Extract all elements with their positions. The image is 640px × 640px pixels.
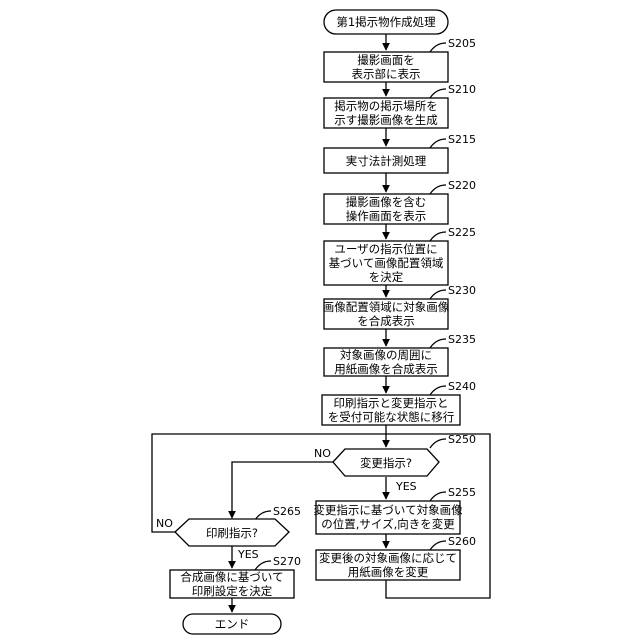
node-s240-line-2: を受付可能な状態に移行 bbox=[328, 410, 455, 424]
node-s230-line-2: を合成表示 bbox=[357, 314, 415, 328]
node-s240-line-1: 印刷指示と変更指示と bbox=[334, 396, 449, 410]
node-s235: 対象画像の周囲に 用紙画像を合成表示 S235 bbox=[324, 333, 476, 376]
node-s260: 変更後の対象画像に応じて 用紙画像を変更 S260 bbox=[316, 535, 476, 580]
node-s255: 変更指示に基づいて対象画像 の位置,サイズ,向きを変更 S255 bbox=[313, 486, 476, 534]
node-s235-line-1: 対象画像の周囲に bbox=[340, 348, 432, 362]
node-s250-label: 変更指示? bbox=[360, 456, 412, 470]
step-label-s230: S230 bbox=[448, 284, 476, 297]
node-s265-label: 印刷指示? bbox=[206, 526, 258, 540]
edge-label-s265-yes: YES bbox=[237, 548, 259, 561]
step-label-s250: S250 bbox=[448, 433, 476, 446]
edge-label-s250-no: NO bbox=[314, 447, 331, 460]
step-label-s265: S265 bbox=[273, 505, 301, 518]
node-s255-line-1: 変更指示に基づいて対象画像 bbox=[313, 503, 463, 517]
node-s205: 撮影画面を 表示部に表示 S205 bbox=[324, 37, 476, 82]
node-s265-decision: 印刷指示? S265 NO YES bbox=[156, 505, 301, 561]
node-s210-line-2: 示す撮影画像を生成 bbox=[334, 113, 438, 127]
node-end-label: エンド bbox=[215, 617, 250, 631]
node-end: エンド bbox=[183, 614, 281, 634]
node-s205-line-1: 撮影画面を bbox=[357, 53, 415, 67]
step-label-s255: S255 bbox=[448, 486, 476, 499]
node-s215: 実寸法計測処理 S215 bbox=[324, 133, 476, 173]
node-s215-line-1: 実寸法計測処理 bbox=[346, 154, 427, 168]
node-s230: 画像配置領域に対象画像 を合成表示 S230 bbox=[323, 284, 476, 329]
node-s210-line-1: 掲示物の掲示場所を bbox=[334, 99, 438, 113]
node-s225-line-1: ユーザの指示位置に bbox=[334, 242, 437, 256]
step-label-s210: S210 bbox=[448, 83, 476, 96]
step-label-s260: S260 bbox=[448, 535, 476, 548]
edge-label-s265-no: NO bbox=[156, 517, 173, 530]
step-label-s205: S205 bbox=[448, 37, 476, 50]
step-label-s270: S270 bbox=[273, 555, 301, 568]
node-s220: 撮影画像を含む 操作画面を表示 S220 bbox=[324, 179, 476, 224]
node-s270-line-1: 合成画像に基づいて bbox=[180, 570, 283, 584]
node-s220-line-2: 操作画面を表示 bbox=[346, 209, 427, 223]
node-s220-line-1: 撮影画像を含む bbox=[346, 195, 427, 209]
node-s235-line-2: 用紙画像を合成表示 bbox=[334, 362, 438, 376]
step-label-s225: S225 bbox=[448, 226, 476, 239]
node-s205-line-2: 表示部に表示 bbox=[352, 67, 421, 81]
step-label-s240: S240 bbox=[448, 380, 476, 393]
node-start: 第1掲示物作成処理 bbox=[324, 10, 448, 34]
node-s260-line-1: 変更後の対象画像に応じて bbox=[319, 551, 457, 565]
node-s270-line-2: 印刷設定を決定 bbox=[192, 584, 273, 598]
node-s210: 掲示物の掲示場所を 示す撮影画像を生成 S210 bbox=[324, 83, 476, 128]
node-s230-line-1: 画像配置領域に対象画像 bbox=[323, 300, 450, 314]
node-s250-decision: 変更指示? S250 NO YES bbox=[314, 433, 476, 493]
node-s225-line-2: 基づいて画像配置領域 bbox=[329, 256, 444, 270]
node-s225: ユーザの指示位置に 基づいて画像配置領域 を決定 S225 bbox=[324, 226, 476, 285]
node-s225-line-3: を決定 bbox=[369, 270, 404, 284]
step-label-s215: S215 bbox=[448, 133, 476, 146]
node-s240: 印刷指示と変更指示と を受付可能な状態に移行 S240 bbox=[322, 380, 476, 425]
node-s260-line-2: 用紙画像を変更 bbox=[348, 565, 429, 579]
step-label-s235: S235 bbox=[448, 333, 476, 346]
step-label-s220: S220 bbox=[448, 179, 476, 192]
node-start-label: 第1掲示物作成処理 bbox=[336, 15, 436, 29]
node-s255-line-2: の位置,サイズ,向きを変更 bbox=[321, 517, 455, 531]
edge-label-s250-yes: YES bbox=[395, 480, 417, 493]
node-s270: 合成画像に基づいて 印刷設定を決定 S270 bbox=[170, 555, 301, 598]
